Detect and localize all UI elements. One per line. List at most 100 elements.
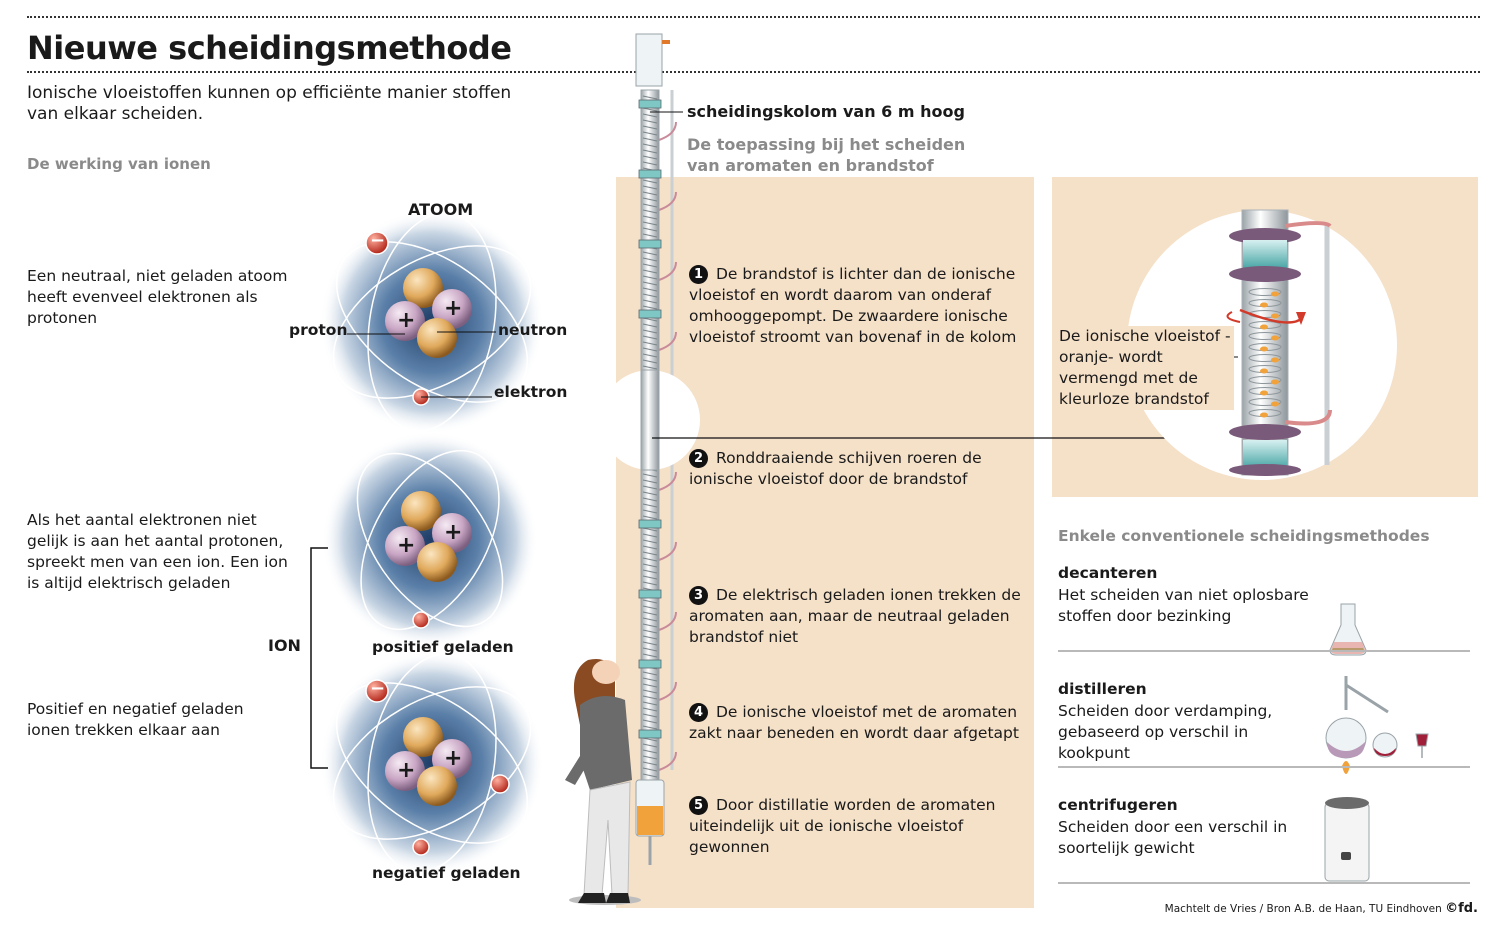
neutron-particle [403, 268, 443, 308]
step-number: 4 [689, 703, 708, 722]
method-distilleren-desc: Scheiden door verdamping, gebaseerd op v… [1058, 702, 1273, 762]
orange-droplet [1260, 412, 1268, 418]
column-coil [642, 527, 658, 532]
column-coil [642, 623, 658, 628]
stirrer-ring [1248, 288, 1282, 296]
negative-ion-label: negatief geladen [372, 864, 521, 882]
column-coil [642, 767, 658, 772]
column-coil [642, 515, 658, 520]
column-coil [642, 545, 658, 550]
credit-line: Machtelt de Vries / Bron A.B. de Haan, T… [1165, 901, 1478, 916]
column-pipe [658, 541, 677, 561]
orange-droplet [1260, 346, 1268, 352]
column-coil [642, 479, 658, 484]
proton-label: proton [289, 321, 348, 339]
column-coil [642, 191, 658, 196]
column-disc [638, 309, 662, 319]
stirrer-ring [1248, 332, 1282, 340]
column-coil [642, 503, 658, 508]
method-centrifugeren-desc: Scheiden door een verschil in soortelijk… [1058, 818, 1288, 857]
column-disc [638, 99, 662, 109]
column-coil [642, 281, 658, 286]
column-coil [642, 755, 658, 760]
ions-section-heading: De werking van ionen [27, 155, 211, 173]
orange-droplet [1271, 291, 1279, 297]
plus-sign: + [444, 296, 463, 321]
column-coil [642, 557, 658, 562]
neutron-particle [417, 318, 457, 358]
orange-droplet [1271, 401, 1279, 407]
electron-label: elektron [494, 383, 568, 401]
column-coil [642, 113, 658, 118]
divider [1058, 882, 1470, 884]
decanting-flask-icon [1329, 603, 1367, 656]
column-coil [642, 341, 658, 346]
column-coil [642, 629, 658, 634]
column-coil [642, 125, 658, 130]
plus-sign: + [444, 520, 463, 545]
neutron-label: neutron [498, 321, 568, 339]
distilling-apparatus-icon [1325, 676, 1429, 774]
column-coil [642, 299, 658, 304]
divider [1058, 650, 1470, 652]
orange-droplet [1271, 379, 1279, 385]
step-number: 3 [689, 586, 708, 605]
column-coil [642, 95, 658, 100]
column-coil [642, 509, 658, 514]
atom-diagram [320, 210, 544, 434]
column-coil [642, 533, 658, 538]
title-rule [27, 71, 1480, 73]
column-pipe [658, 471, 677, 491]
method-decanteren-desc: Het scheiden van niet oplosbare stoffen … [1058, 586, 1309, 625]
column-pipe [658, 191, 677, 211]
column-pipe [658, 681, 677, 701]
column-coil [642, 287, 658, 292]
column-coil [642, 107, 658, 112]
plus-sign: + [397, 758, 416, 783]
column-coil [642, 215, 658, 220]
column-coil [642, 569, 658, 574]
steps-panel [616, 177, 1034, 908]
column-disc [638, 589, 662, 599]
column-pipe [658, 331, 677, 351]
plus-sign: + [397, 533, 416, 558]
column-coil [642, 773, 658, 778]
column-coil [642, 671, 658, 676]
column-coil [642, 725, 658, 730]
column-coil [642, 473, 658, 478]
column-coil [642, 491, 658, 496]
column-pipe [658, 751, 677, 771]
column-coil [642, 353, 658, 358]
step-text: De elektrisch geladen ionen trekken de a… [689, 586, 1021, 646]
column-title: scheidingskolom van 6 m hoog [687, 102, 965, 121]
positive-ion-label: positief geladen [372, 638, 514, 656]
conventional-heading: Enkele conventionele scheidingsmethodes [1058, 527, 1430, 545]
person-figure [565, 659, 641, 905]
column-coil [642, 209, 658, 214]
ion-label: ION [268, 636, 301, 655]
column-coil [642, 707, 658, 712]
column-coil [642, 263, 658, 268]
negative-ion-diagram [320, 651, 544, 875]
column-coil [642, 635, 658, 640]
column-coil [642, 695, 658, 700]
column-coil [642, 599, 658, 604]
fd-logo: ©fd. [1445, 901, 1478, 916]
column-coil [642, 581, 658, 586]
column-coil [642, 131, 658, 136]
method-decanteren-title: decanteren [1058, 564, 1158, 582]
intro-text: Ionische vloeistoffen kunnen op efficiën… [27, 83, 512, 124]
column-coil [642, 119, 658, 124]
centrifuge-icon [1324, 797, 1370, 882]
column-coil [642, 647, 658, 652]
orange-droplet [1260, 324, 1268, 330]
step-number: 5 [689, 796, 708, 815]
stirrer-ring [1248, 398, 1282, 406]
column-coil [642, 293, 658, 298]
column-disc [638, 519, 662, 529]
column-coil [642, 761, 658, 766]
column-coil [642, 161, 658, 166]
